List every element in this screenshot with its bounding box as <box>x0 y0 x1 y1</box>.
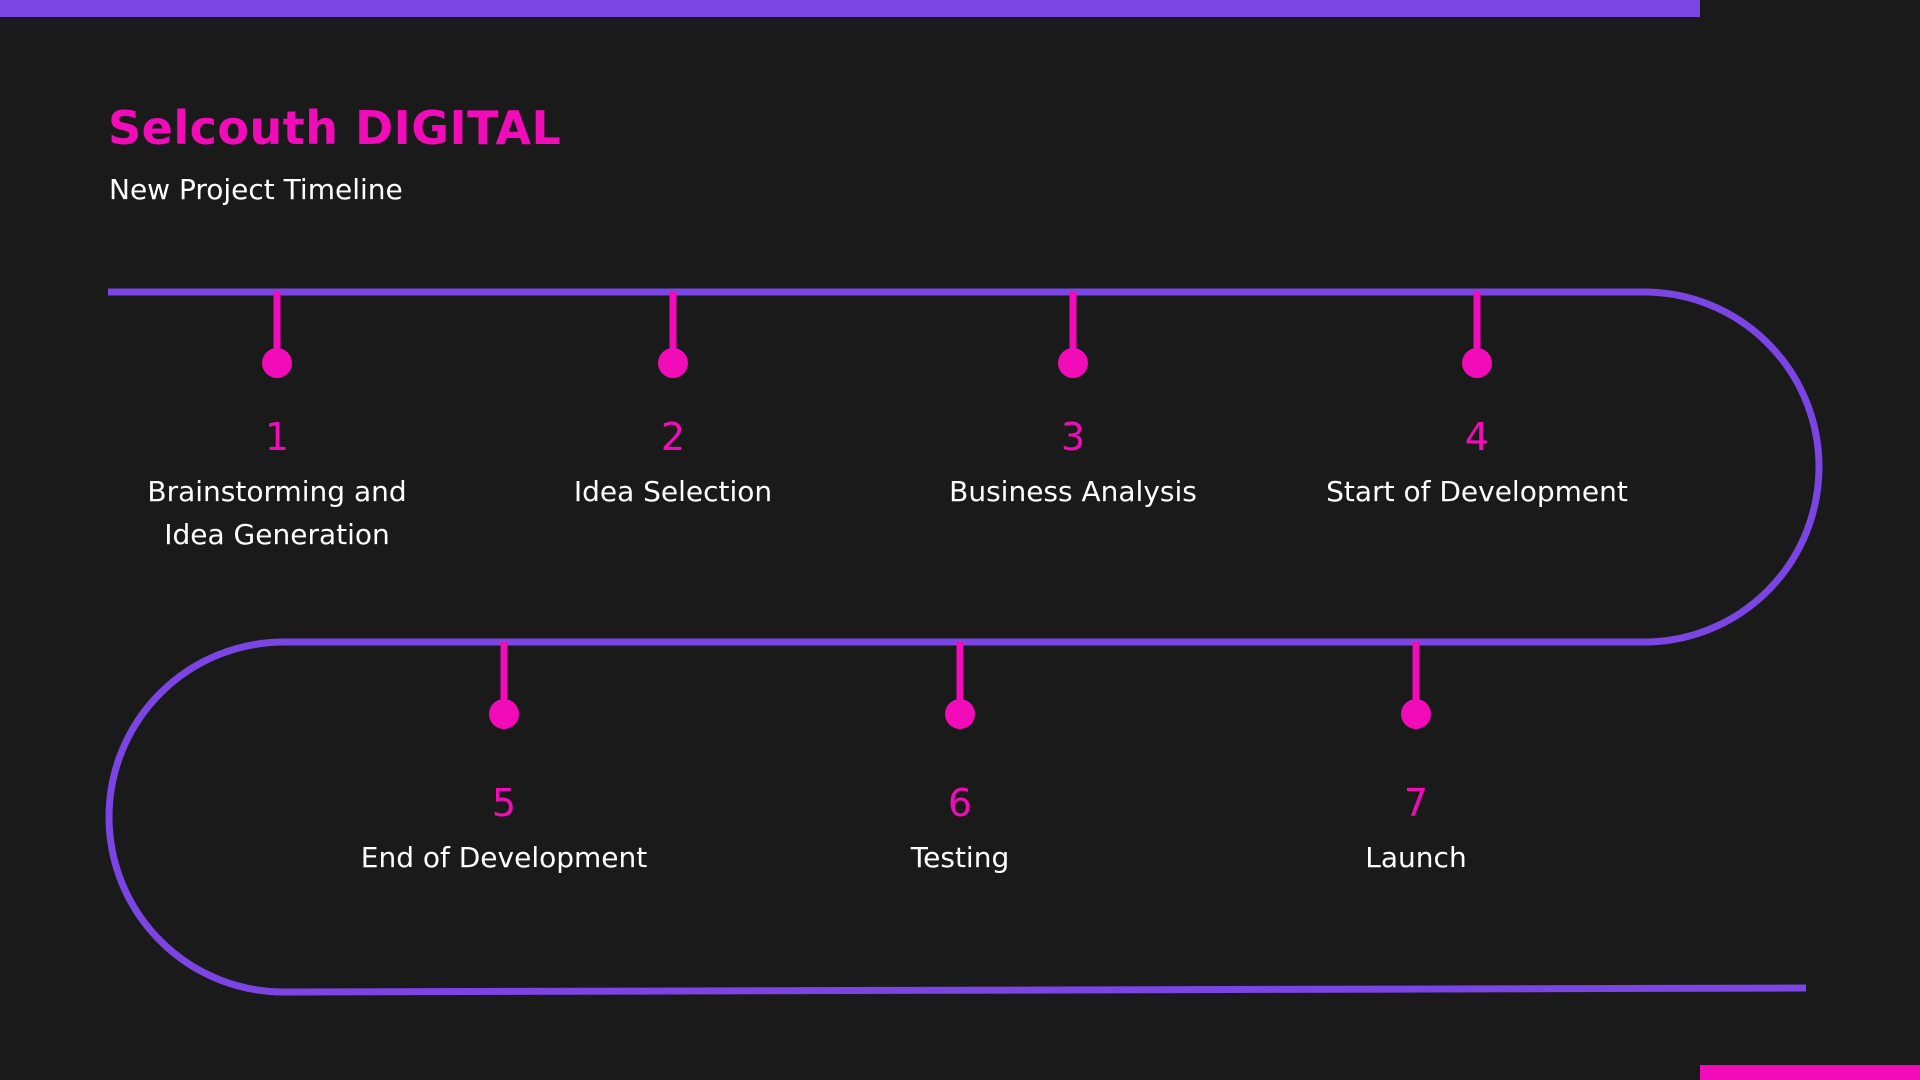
bottom-accent-bar <box>1700 1065 1920 1080</box>
step-label: Business Analysis <box>949 475 1197 508</box>
milestone-dot-1 <box>262 348 292 378</box>
milestone-dot-3 <box>1058 348 1088 378</box>
top-accent-bar <box>0 0 1700 17</box>
step-label: Start of Development <box>1326 475 1628 508</box>
step-label: Testing <box>910 841 1010 874</box>
brand-title: Selcouth DIGITAL <box>108 101 562 155</box>
step-label: End of Development <box>360 841 648 874</box>
page-subtitle: New Project Timeline <box>109 173 403 206</box>
step-number: 2 <box>660 415 686 459</box>
milestone-dot-6 <box>945 699 975 729</box>
step-number: 4 <box>1464 415 1490 459</box>
step-number: 6 <box>947 781 973 825</box>
step-label: Idea Selection <box>573 475 773 508</box>
milestone-dot-4 <box>1462 348 1492 378</box>
step-number: 7 <box>1403 781 1429 825</box>
milestone-dot-2 <box>658 348 688 378</box>
step-label: Brainstorming and Idea Generation <box>147 475 407 551</box>
milestone-dot-7 <box>1401 699 1431 729</box>
step-number: 3 <box>1060 415 1086 459</box>
step-number: 5 <box>491 781 517 825</box>
timeline-path <box>105 288 1823 996</box>
step-label: Launch <box>1365 841 1467 874</box>
step-number: 1 <box>264 415 290 459</box>
milestone-dot-5 <box>489 699 519 729</box>
